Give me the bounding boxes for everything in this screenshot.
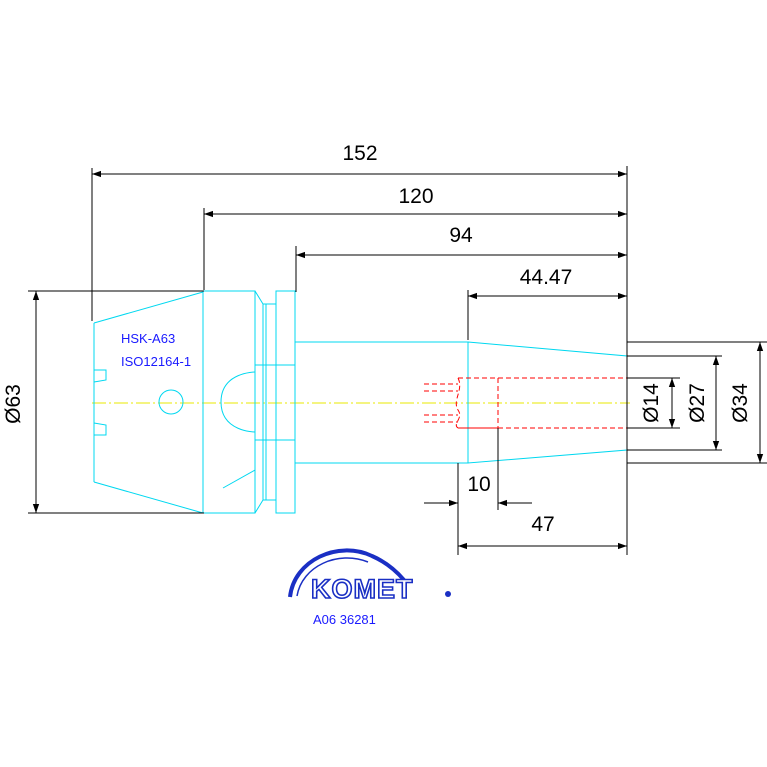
dimension-lines — [32, 170, 764, 550]
komet-logo: KOMET — [288, 548, 451, 605]
logo-arc — [288, 548, 406, 598]
part-number: A06 36281 — [313, 612, 376, 627]
standard-label: HSK-A63 — [121, 331, 175, 346]
logo-dot — [445, 591, 451, 597]
iso-label: ISO12164-1 — [121, 354, 191, 369]
dim-tip-diameter: Ø27 — [686, 383, 709, 423]
dim-taper-length: 47 — [531, 513, 554, 536]
dim-length-44: 44.47 — [520, 266, 573, 289]
dim-bore-diameter: Ø14 — [640, 383, 663, 423]
hidden-bore — [424, 377, 627, 429]
dim-body-diameter: Ø34 — [729, 383, 752, 423]
tool-outline — [93, 290, 628, 514]
dim-bore-depth: 10 — [467, 473, 490, 496]
dim-length-94: 94 — [449, 224, 473, 247]
dim-overall-length: 152 — [342, 142, 377, 165]
logo-wordmark: KOMET — [311, 574, 414, 604]
dim-length-120: 120 — [398, 185, 433, 208]
dim-flange-diameter: Ø63 — [2, 384, 25, 424]
